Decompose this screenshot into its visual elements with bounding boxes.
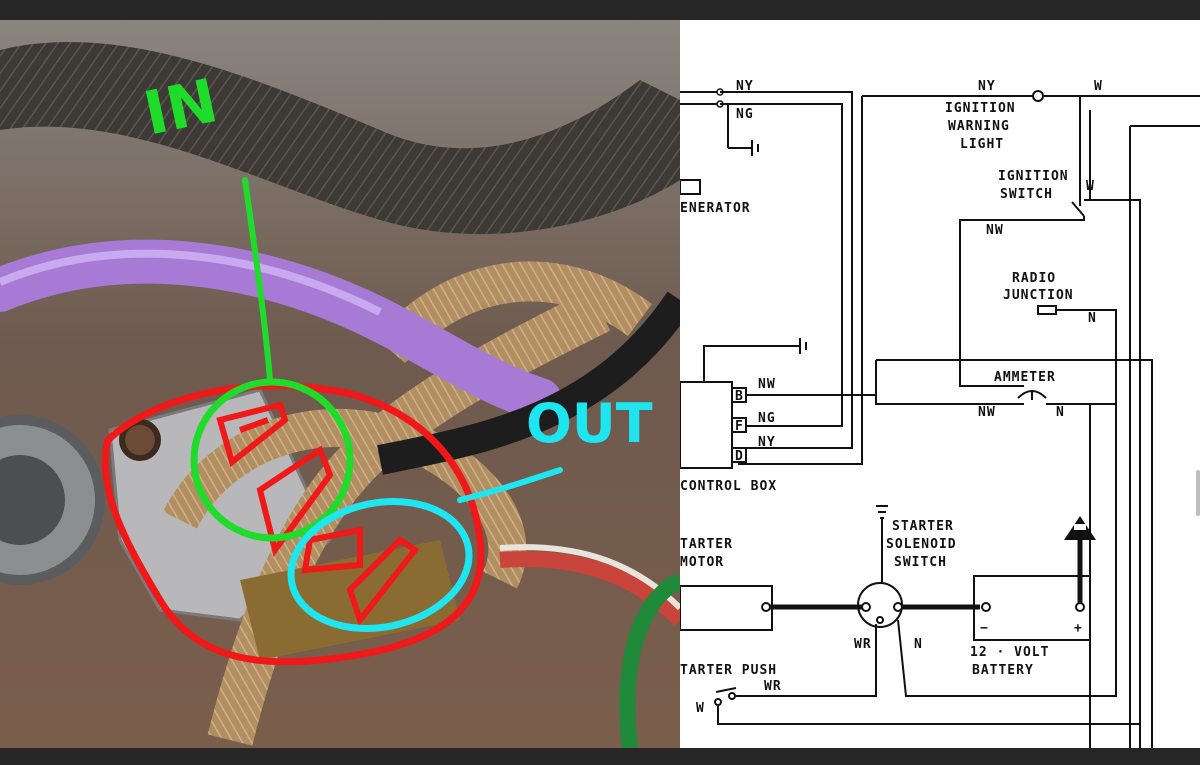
starter-push-label: TARTER PUSH bbox=[680, 663, 777, 678]
battery-minus: − bbox=[980, 621, 989, 636]
generator-label: ENERATOR bbox=[680, 201, 751, 216]
terminal-d: D bbox=[735, 449, 744, 464]
terminal-b: B bbox=[735, 389, 744, 404]
starter-solenoid-switch: STARTER SOLENOID SWITCH WR N bbox=[736, 404, 1117, 697]
ign-warning-label: WARNING bbox=[948, 119, 1010, 134]
wire-label-n-sol: N bbox=[914, 637, 923, 652]
solenoid-label: STARTER bbox=[892, 519, 954, 534]
ign-switch-label: SWITCH bbox=[1000, 187, 1053, 202]
green-wire bbox=[619, 572, 680, 748]
ign-warning-label: LIGHT bbox=[960, 137, 1004, 152]
starter-motor-label: TARTER bbox=[680, 537, 733, 552]
battery-label: 12 · VOLT bbox=[970, 645, 1049, 660]
wire-label-n-radio: N bbox=[1088, 311, 1097, 326]
solenoid-label: SWITCH bbox=[894, 555, 947, 570]
terminal-mark bbox=[256, 445, 334, 557]
terminal-f: F bbox=[735, 419, 744, 434]
ignition-warning-light: NY IGNITION WARNING LIGHT W bbox=[945, 79, 1103, 152]
ign-switch-label: IGNITION bbox=[998, 169, 1069, 184]
wire-label-nw-box: NW bbox=[758, 377, 776, 392]
starter-push: TARTER PUSH WR W bbox=[680, 663, 1140, 725]
radio-junction: RADIO JUNCTION N bbox=[1003, 271, 1117, 386]
top-bar bbox=[0, 0, 1200, 20]
braided-hose bbox=[0, 41, 680, 235]
bolt bbox=[119, 419, 161, 461]
wire-label-n-ammeter: N bbox=[1056, 405, 1065, 420]
control-box: B F D NW NG NY CONTROL BOX bbox=[680, 338, 877, 494]
wire-label-ng: NG bbox=[736, 107, 754, 122]
out-pointer bbox=[457, 467, 563, 503]
ignition-switch: IGNITION SWITCH W NW bbox=[959, 169, 1141, 748]
ign-warning-label: IGNITION bbox=[945, 101, 1016, 116]
control-box-label: CONTROL BOX bbox=[680, 479, 777, 494]
wire-label-ny-ign: NY bbox=[978, 79, 996, 94]
ammeter-label: AMMETER bbox=[994, 370, 1056, 385]
radio-label: JUNCTION bbox=[1003, 288, 1074, 303]
scroll-handle[interactable] bbox=[1196, 470, 1200, 516]
battery-plus: + bbox=[1074, 621, 1083, 636]
out-circle bbox=[287, 498, 473, 632]
terminal-mark bbox=[301, 526, 363, 574]
out-label: OUT bbox=[526, 392, 653, 455]
wire-label-wr-push: WR bbox=[764, 679, 782, 694]
starter-motor: TARTER MOTOR bbox=[680, 537, 773, 631]
radio-label: RADIO bbox=[1012, 271, 1056, 286]
purple-wire bbox=[0, 239, 562, 422]
wire-label-ny: NY bbox=[736, 79, 754, 94]
battery-label: BATTERY bbox=[972, 663, 1034, 678]
terminal-mark bbox=[346, 536, 420, 627]
bottom-bar bbox=[0, 748, 1200, 765]
battery: − + 12 · VOLT BATTERY bbox=[970, 516, 1096, 678]
in-label: IN bbox=[138, 66, 224, 150]
brass-connector bbox=[240, 540, 460, 660]
starter-motor-label: MOTOR bbox=[680, 555, 724, 570]
wire-label-w-push: W bbox=[696, 701, 705, 716]
annotated-photo: IN OUT bbox=[0, 20, 680, 748]
wire-label-w: W bbox=[1094, 79, 1103, 94]
in-pointer bbox=[242, 177, 273, 383]
generator: ENERATOR NY NG bbox=[680, 79, 759, 216]
wire-label-nw-ammeter: NW bbox=[978, 405, 996, 420]
wire-label-ng-box: NG bbox=[758, 411, 776, 426]
terminal-mark bbox=[216, 401, 289, 468]
wire-label-wr-sol: WR bbox=[854, 637, 872, 652]
solenoid-label: SOLENOID bbox=[886, 537, 957, 552]
black-wire bbox=[377, 291, 680, 475]
wire-label-nw-switch: NW bbox=[986, 223, 1004, 238]
wire-label-ny-box: NY bbox=[758, 435, 776, 450]
wiring-diagram: ENERATOR NY NG NY IGNITION WARNING LIGHT… bbox=[680, 20, 1200, 748]
wire-label-w-switch: W bbox=[1086, 179, 1095, 194]
